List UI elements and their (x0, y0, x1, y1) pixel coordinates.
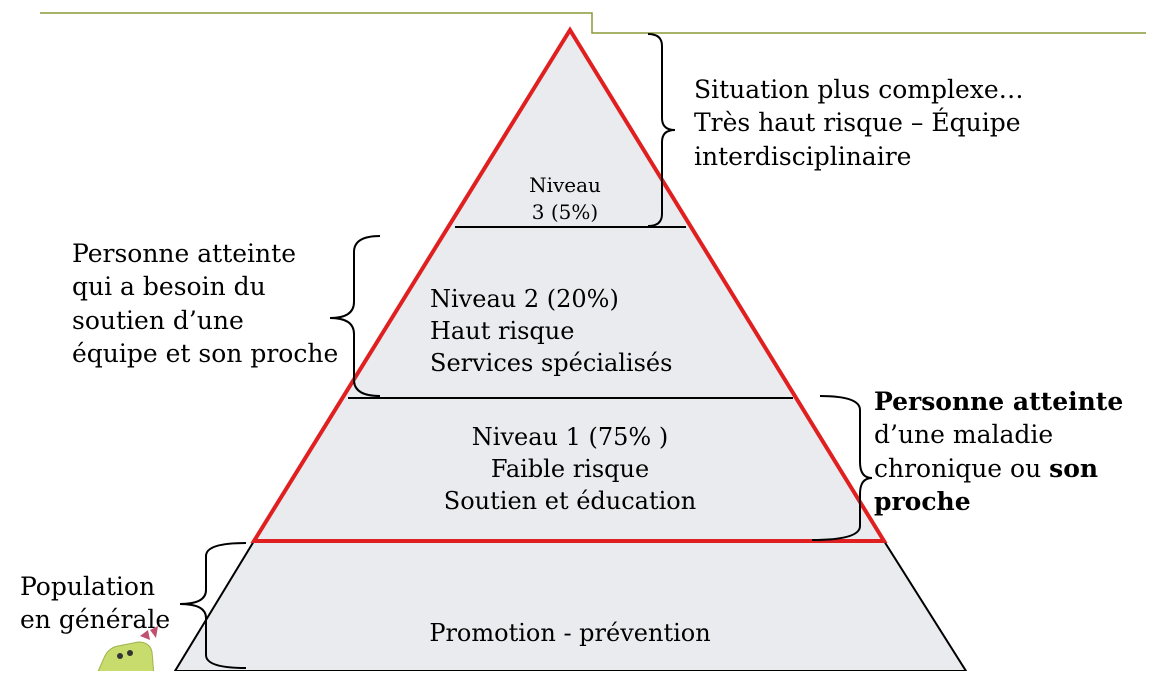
level2-label: Niveau 2 (20%) Haut risque Services spéc… (430, 284, 672, 380)
level1-line1: Niveau 1 (75% ) (471, 423, 669, 451)
annotation-left-upper-line1: Personne atteinte (72, 239, 296, 268)
header-line (40, 12, 1146, 34)
annotation-right-lower-line3-bold: son (1049, 453, 1099, 483)
level1-label: Niveau 1 (75% ) Faible risque Soutien et… (420, 422, 720, 518)
annotation-left-upper: Personne atteinte qui a besoin du soutie… (72, 237, 338, 370)
level1-line2: Faible risque (490, 454, 650, 483)
level3-line2: 3 (5%) (531, 199, 599, 224)
level3-line1: Niveau (529, 173, 601, 197)
annotation-right-lower-line4: proche (874, 486, 971, 516)
annotation-left-lower-line1: Population (20, 572, 156, 601)
annotation-top-right: Situation plus complexe… Très haut risqu… (694, 73, 1024, 173)
bracket-right-lower (811, 395, 873, 541)
pyramid-base (173, 540, 968, 672)
annotation-right-lower-line3-pre: chronique ou (874, 453, 1050, 483)
annotation-left-upper-line3: soutien d’une (72, 305, 244, 335)
base-line1: Promotion - prévention (429, 619, 711, 647)
annotation-top-right-line1: Situation plus complexe… (694, 75, 1024, 104)
annotation-right-lower: Personne atteinte d’une maladie chroniqu… (874, 385, 1123, 518)
level1-line3: Soutien et éducation (443, 486, 697, 515)
annotation-top-right-line2: Très haut risque – Équipe (694, 108, 1021, 138)
annotation-left-lower: Population en générale (20, 570, 170, 637)
annotation-right-lower-line2: d’une maladie (874, 420, 1054, 450)
annotation-left-upper-line2: qui a besoin du (72, 272, 266, 302)
base-label: Promotion - prévention (370, 618, 770, 650)
level2-line1: Niveau 2 (20%) (430, 285, 619, 313)
annotation-left-upper-line4: équipe et son proche (72, 338, 339, 368)
annotation-right-lower-line1: Personne atteinte (874, 387, 1124, 416)
bracket-top-right (647, 33, 676, 227)
pyramid-risk-triangle (254, 30, 884, 541)
mascot-icon (95, 626, 158, 675)
bracket-left-lower (179, 542, 247, 669)
annotation-left-lower-line2: en générale (20, 605, 171, 635)
annotation-top-right-line3: interdisciplinaire (694, 141, 912, 171)
level3-label: Niveau 3 (5%) (500, 172, 630, 225)
pyramid-red-outline (250, 26, 888, 543)
level2-line3: Services spécialisés (430, 348, 673, 377)
level2-line2: Haut risque (430, 316, 575, 345)
bracket-left-upper (329, 235, 381, 397)
